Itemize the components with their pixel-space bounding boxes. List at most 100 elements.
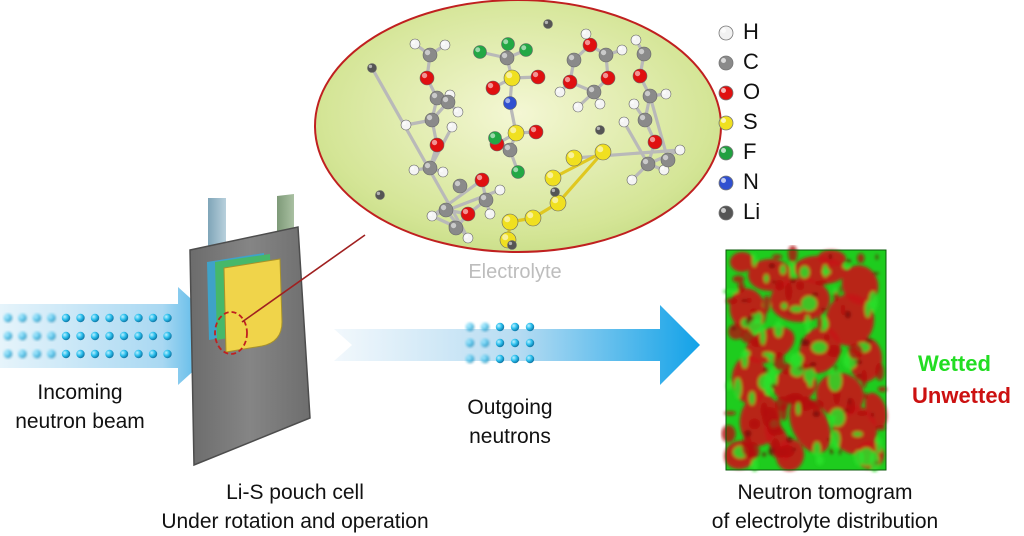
neutron-particle — [119, 331, 129, 341]
atom-c — [598, 47, 614, 63]
atom-h — [484, 208, 496, 220]
legend-label-s: S — [743, 109, 758, 134]
atom-li — [550, 187, 560, 197]
atom-h — [452, 106, 464, 118]
atom-c — [642, 88, 658, 104]
atom-c — [640, 156, 656, 172]
atom-h — [439, 39, 451, 51]
atom-h — [426, 210, 438, 222]
neutron-particle — [90, 349, 100, 359]
atom-o — [647, 134, 663, 150]
fluorine-atom-icon — [718, 145, 734, 161]
neutron-particle — [148, 313, 158, 323]
neutron-particle — [525, 354, 535, 364]
atom-h — [580, 28, 592, 40]
atom-c — [452, 178, 468, 194]
atom-h — [628, 98, 640, 110]
atom-c — [637, 112, 653, 128]
oxygen-atom-icon — [718, 85, 734, 101]
neutron-particle — [32, 349, 42, 359]
neutron-particle — [163, 313, 172, 323]
atom-h — [630, 34, 642, 46]
neutron-particle — [525, 338, 535, 348]
neutron-particle — [105, 313, 114, 323]
neutron-particle — [90, 313, 100, 323]
neutron-particle — [495, 322, 505, 332]
neutron-particle — [480, 322, 490, 332]
atom-s — [544, 169, 562, 187]
neutron-particle — [134, 349, 143, 359]
neutron-particle — [510, 338, 520, 348]
atom-c — [499, 50, 515, 66]
atom-s — [524, 209, 542, 227]
atom-s — [565, 149, 583, 167]
incoming-beam-arrow — [0, 287, 232, 385]
hydrogen-atom-icon — [718, 25, 734, 41]
cell-tab-left — [208, 198, 226, 250]
outgoing-neutron-particles — [465, 322, 535, 364]
atom-c — [502, 142, 518, 158]
legend-label-li: Li — [743, 199, 761, 224]
atom-f — [511, 165, 525, 179]
neutron-particle — [76, 313, 85, 323]
tomogram-caption-line1: Neutron tomogram — [737, 481, 913, 504]
atom-h — [437, 166, 449, 178]
atom-li — [507, 240, 517, 250]
unwetted-label: Unwetted — [912, 383, 1011, 408]
atom-h — [626, 174, 638, 186]
neutron-particle — [47, 313, 56, 323]
neutron-particle — [134, 331, 143, 341]
neutron-particle — [480, 338, 490, 348]
atom-h — [594, 98, 606, 110]
atom-li — [367, 63, 377, 73]
outgoing-caption-line1: Outgoing — [467, 396, 553, 419]
atom-h — [409, 38, 421, 50]
neutron-particle — [61, 349, 71, 359]
atom-o — [600, 70, 616, 86]
atom-s — [501, 213, 519, 231]
electrode-layer-yellow — [223, 258, 283, 353]
neutron-particle — [61, 313, 71, 323]
atom-legend — [718, 25, 734, 221]
atom-c — [448, 220, 464, 236]
atom-f — [488, 131, 502, 145]
neutron-particle — [119, 349, 129, 359]
lithium-atom-icon — [718, 205, 734, 221]
atom-o — [474, 172, 490, 188]
atom-c — [438, 202, 454, 218]
neutron-particle — [480, 354, 490, 364]
neutron-particle — [61, 331, 71, 341]
legend-label-n: N — [743, 169, 759, 194]
neutron-tomogram-image — [721, 245, 888, 473]
atom-f — [519, 43, 533, 57]
tomogram-caption: Neutron tomogram of electrolyte distribu… — [680, 478, 970, 536]
atom-h — [554, 86, 566, 98]
atom-h — [674, 144, 686, 156]
atom-s — [594, 143, 612, 161]
wetted-label: Wetted — [918, 351, 991, 376]
neutron-particle — [3, 331, 13, 341]
neutron-particle — [465, 354, 475, 364]
neutron-particle — [495, 338, 505, 348]
legend-label-o: O — [743, 79, 761, 104]
atom-o — [460, 206, 476, 222]
neutron-particle — [76, 331, 85, 341]
incoming-caption-line2: neutron beam — [15, 410, 145, 433]
neutron-particle — [525, 322, 535, 332]
atom-c — [478, 192, 494, 208]
neutron-particle — [3, 349, 13, 359]
atom-o — [429, 137, 445, 153]
cell-tab-right — [277, 194, 294, 238]
neutron-particle — [47, 331, 56, 341]
zoom-circle — [214, 311, 248, 355]
neutron-particle — [148, 331, 158, 341]
electrolyte-molecules — [367, 19, 686, 250]
atom-h — [446, 121, 458, 133]
atom-f — [501, 37, 515, 51]
atom-h — [494, 184, 506, 196]
atom-s — [549, 194, 567, 212]
atom-h — [408, 164, 420, 176]
carbon-atom-icon — [718, 55, 734, 71]
atom-h — [462, 232, 474, 244]
